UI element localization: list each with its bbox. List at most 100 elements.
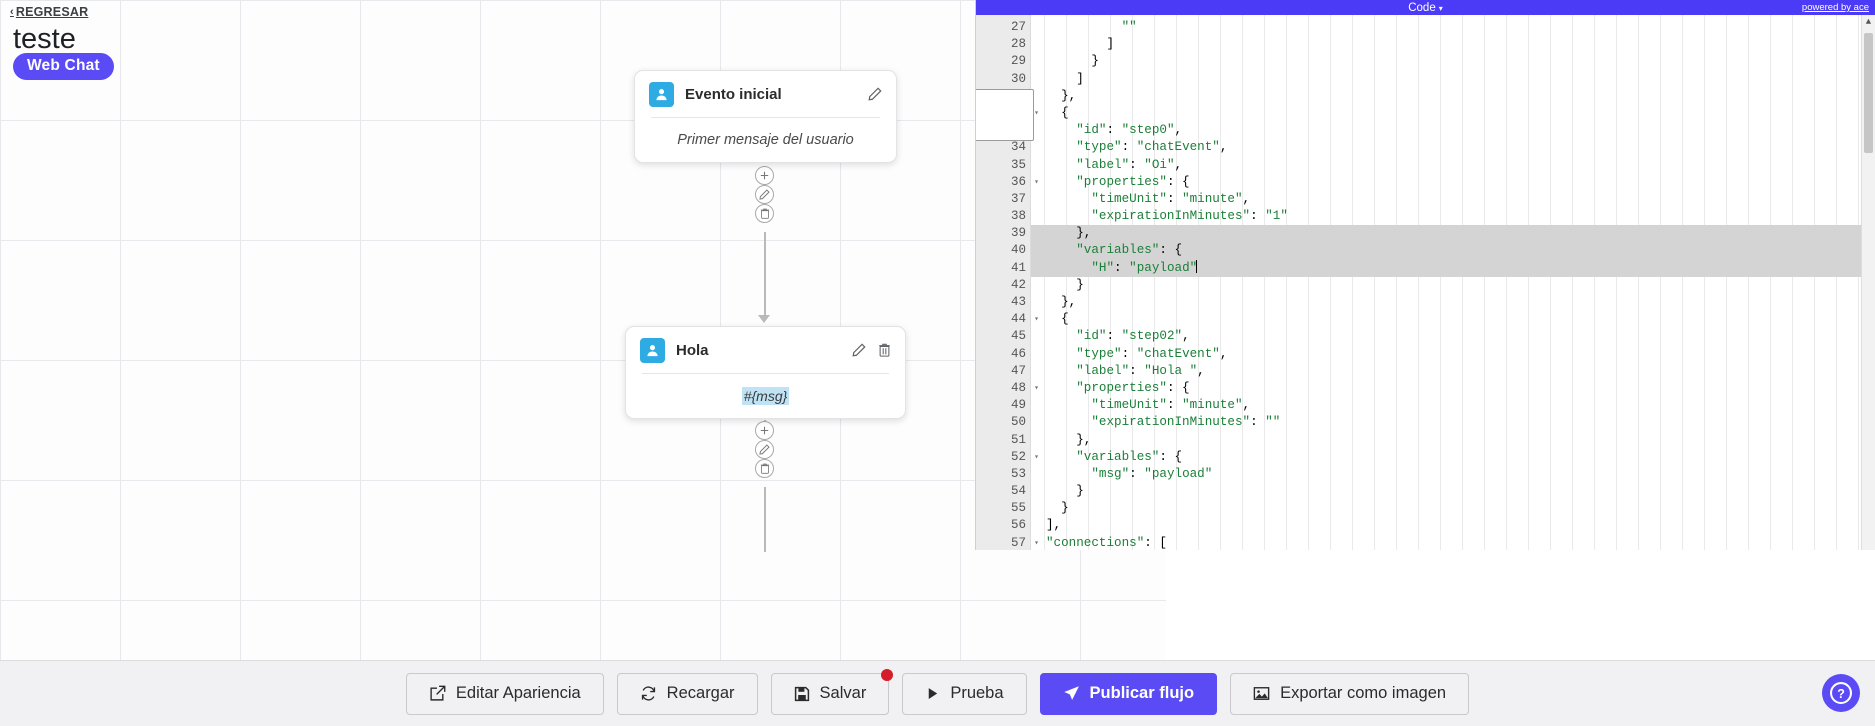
code-line[interactable]: "expirationInMinutes": "1" (1091, 209, 1288, 224)
toolbar-button-editar-apariencia[interactable]: Editar Apariencia (405, 672, 604, 715)
code-line[interactable]: "id": "step02", (1076, 329, 1190, 344)
code-line[interactable]: "H": "payload" (1031, 259, 1875, 277)
code-line[interactable]: "variables": { (1076, 449, 1183, 464)
line-number[interactable]: 44▾ (976, 311, 1039, 328)
code-line[interactable]: "properties": { (1076, 174, 1190, 189)
code-line[interactable]: "type": "chatEvent", (1076, 140, 1228, 155)
code-line[interactable]: "connections": [ (1046, 535, 1167, 550)
line-number[interactable]: 37 (1010, 191, 1026, 206)
line-number[interactable]: 40▾ (976, 242, 1039, 259)
pencil-icon[interactable] (852, 343, 866, 357)
scrollbar-thumb[interactable] (1864, 33, 1873, 153)
line-number[interactable]: 55 (1010, 501, 1026, 516)
delete-node-button[interactable] (755, 204, 774, 223)
code-line[interactable]: }, (1046, 295, 1077, 309)
code-line[interactable]: "expirationInMinutes": "" (1091, 415, 1281, 430)
line-number[interactable]: 53 (1010, 466, 1026, 481)
line-number-gutter[interactable]: ❯ 272829303132▾33343536▾37383940▾4142434… (976, 15, 1039, 550)
plus-icon (760, 426, 769, 435)
scroll-up-icon[interactable]: ▲ (1865, 17, 1872, 27)
line-number[interactable]: 57▾ (976, 535, 1039, 550)
node-body[interactable]: #{msg} (626, 374, 905, 418)
code-line[interactable]: } (1046, 54, 1099, 69)
pencil-icon (759, 444, 770, 455)
delete-node-button[interactable] (755, 459, 774, 478)
code-line[interactable]: } (1046, 501, 1069, 516)
toolbar-button-salvar[interactable]: Salvar (770, 668, 894, 715)
editor-mode-selector[interactable]: Code▾ (976, 2, 1875, 14)
code-editor-panel[interactable]: Code▾ powered by ace ❯ 272829303132▾3334… (975, 0, 1875, 550)
chevron-left-icon: ‹ (10, 6, 14, 18)
toolbar-button-recargar[interactable]: Recargar (616, 672, 758, 715)
toolbar-button-publicar-flujo[interactable]: Publicar flujo (1039, 672, 1218, 715)
line-number[interactable]: 51 (1010, 432, 1026, 447)
line-number[interactable]: 27 (1010, 20, 1026, 34)
code-line[interactable]: }, (1046, 88, 1077, 103)
trash-icon (760, 463, 769, 474)
line-number[interactable]: 56 (1010, 518, 1026, 533)
code-line[interactable]: ] (1046, 71, 1084, 86)
code-line[interactable]: "type": "chatEvent", (1076, 346, 1228, 361)
line-number[interactable]: 36▾ (976, 174, 1039, 191)
code-line[interactable]: "msg": "payload" (1091, 466, 1213, 481)
code-line[interactable]: "label": "Oi", (1076, 157, 1183, 172)
trash-icon[interactable] (878, 343, 891, 357)
node-body[interactable]: Primer mensaje del usuario (635, 118, 896, 162)
back-link[interactable]: ‹ REGRESAR (10, 5, 88, 19)
code-line[interactable]: "label": "Hola ", (1076, 363, 1205, 378)
code-line[interactable]: "properties": { (1076, 380, 1190, 395)
flow-node-evento-inicial[interactable]: Evento inicial Primer mensaje del usuari… (634, 70, 897, 163)
code-line[interactable]: { (1046, 105, 1069, 120)
line-number[interactable]: 46 (1010, 346, 1026, 361)
edit-node-button[interactable] (755, 440, 774, 459)
pencil-icon[interactable] (868, 87, 882, 101)
toolbar-button-label: Editar Apariencia (455, 684, 581, 702)
line-number[interactable]: 54 (1010, 484, 1026, 499)
line-number[interactable]: 42 (1010, 277, 1026, 292)
divider (642, 373, 889, 374)
code-line[interactable]: ], (1046, 518, 1062, 533)
code-line[interactable]: }, (1031, 225, 1875, 243)
toolbar-button-label: Salvar (819, 684, 867, 702)
code-line[interactable]: } (1046, 484, 1084, 499)
line-number[interactable]: 35 (1010, 157, 1026, 172)
code-line[interactable]: "" (1121, 20, 1137, 34)
line-number[interactable]: 41 (1010, 260, 1026, 275)
line-number[interactable]: 47 (1010, 363, 1026, 378)
code-line[interactable]: "timeUnit": "minute", (1091, 398, 1251, 413)
powered-by-link[interactable]: powered by ace (1801, 2, 1869, 13)
editor-scrollbar[interactable]: ▲ (1861, 15, 1875, 550)
code-line[interactable]: ] (1046, 37, 1115, 52)
help-button[interactable]: ? (1822, 674, 1860, 712)
code-line[interactable]: { (1046, 312, 1069, 327)
code-line[interactable]: "variables": { (1031, 242, 1875, 260)
code-line[interactable]: "timeUnit": "minute", (1091, 191, 1251, 206)
line-number[interactable]: 29 (1010, 54, 1026, 69)
line-number[interactable]: 45 (1010, 329, 1026, 344)
line-number[interactable]: 48▾ (976, 380, 1039, 397)
toolbar-button-exportar-como-imagen[interactable]: Exportar como imagen (1230, 672, 1470, 715)
code-line[interactable]: "id": "step0", (1076, 123, 1183, 138)
line-number[interactable]: 49 (1010, 398, 1026, 413)
code-line[interactable]: }, (1046, 432, 1092, 447)
edit-node-button[interactable] (755, 185, 774, 204)
toolbar-button-prueba[interactable]: Prueba (902, 672, 1027, 715)
line-number[interactable]: 30 (1010, 71, 1026, 86)
code-line[interactable]: } (1046, 277, 1084, 292)
code-content[interactable]: "" ] } ] }, { "id": "step0", "type": "ch… (1031, 15, 1875, 550)
line-number[interactable]: 34 (1010, 140, 1026, 155)
line-number[interactable]: 50 (1010, 415, 1026, 430)
line-number[interactable]: 43 (1010, 295, 1026, 309)
line-number[interactable]: 52▾ (976, 449, 1039, 466)
node-header-actions (868, 87, 882, 101)
add-node-button[interactable] (755, 166, 774, 185)
code-area[interactable]: ❯ 272829303132▾33343536▾37383940▾4142434… (976, 15, 1875, 550)
flow-node-hola[interactable]: Hola #{msg} (625, 326, 906, 419)
add-node-button[interactable] (755, 421, 774, 440)
line-number[interactable]: 39 (1010, 226, 1026, 241)
back-link-label: REGRESAR (15, 5, 89, 19)
flow-canvas[interactable]: ‹ REGRESAR teste Web Chat (0, 0, 1166, 660)
line-number[interactable]: 38 (1010, 209, 1026, 224)
line-number[interactable]: 28 (1010, 37, 1026, 52)
